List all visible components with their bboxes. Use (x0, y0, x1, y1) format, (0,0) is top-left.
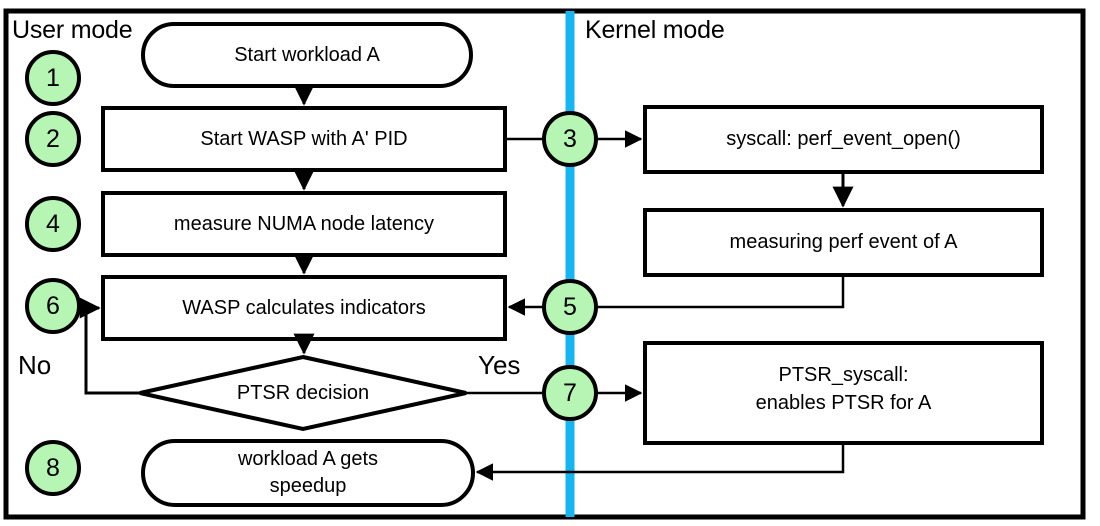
step-circle-2 (25, 111, 81, 167)
measuring-perf-shape (643, 208, 1044, 277)
edge-measuring-to-step5 (596, 275, 845, 309)
edge-ptsr-syscall-to-speedup (475, 443, 845, 481)
syscall-perf-open-shape (643, 105, 1044, 174)
step-circle-8 (25, 440, 81, 496)
wasp-calculates-shape (101, 275, 507, 341)
measure-numa-shape (101, 191, 507, 257)
step-circle-3 (542, 111, 598, 167)
outer-frame (3, 8, 1086, 520)
step-circle-6 (25, 278, 81, 334)
workload-speedup-shape (141, 439, 475, 507)
ptsr-decision-shape (139, 354, 467, 432)
start-wasp-shape (101, 106, 507, 172)
ptsr-syscall-shape (643, 341, 1044, 445)
step-circle-7 (542, 365, 598, 421)
step-circle-5 (542, 279, 598, 335)
step-circle-1 (25, 50, 81, 106)
start-workload-shape (141, 22, 473, 88)
step-circle-4 (25, 196, 81, 252)
edge-decision-no-loop (79, 297, 140, 395)
